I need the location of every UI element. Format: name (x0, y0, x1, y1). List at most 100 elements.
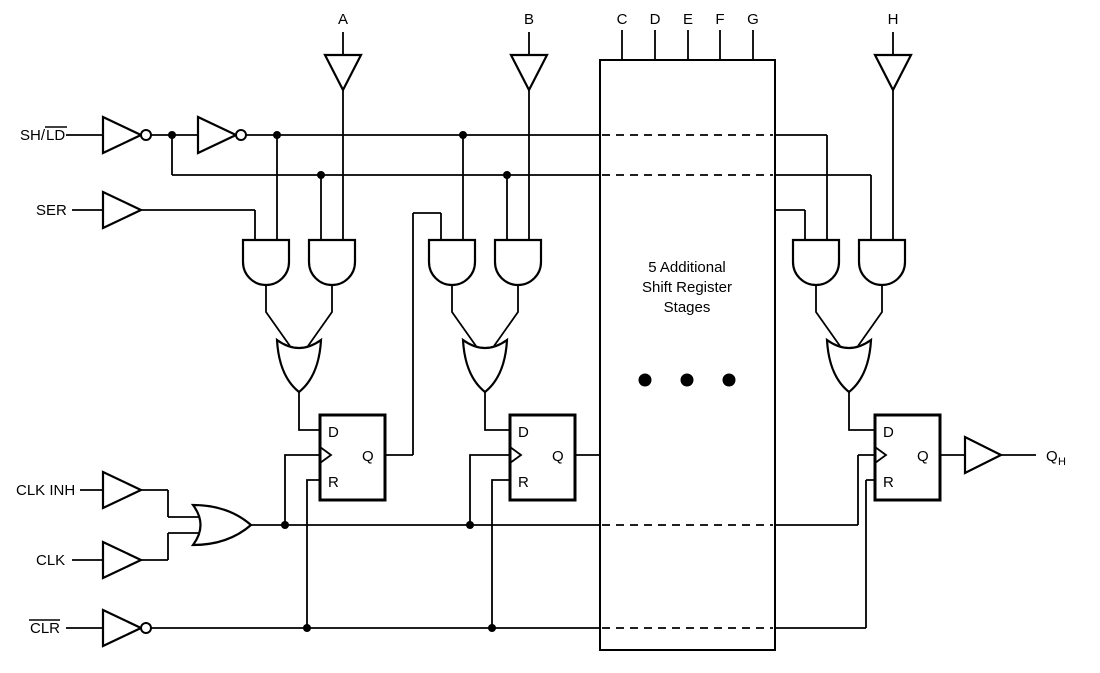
stage-box-line1: 5 Additional (648, 259, 726, 276)
s1-and-gate-load (307, 238, 357, 287)
stage7-q-wire (775, 209, 806, 243)
input-a-buffer-icon (323, 53, 363, 93)
clock-or-gate (190, 503, 253, 547)
connection-dots (168, 131, 511, 632)
junction-dot (503, 171, 511, 179)
ff2-reset-wire (491, 479, 510, 628)
junction-dot (317, 171, 325, 179)
label-d: D (650, 11, 661, 28)
input-buffers (101, 53, 1004, 648)
label-b: B (524, 11, 534, 28)
label-qh-main: Q (1046, 448, 1058, 465)
label-qh-sub: H (1058, 456, 1066, 468)
shld-inverter-2-bubble-icon (235, 129, 247, 141)
flipflop-1: D Q R (318, 413, 387, 502)
clear-line-right (775, 479, 875, 629)
s2-or-out-wire (484, 392, 510, 431)
label-e: E (683, 11, 693, 28)
ff1-clock-wire (284, 454, 320, 525)
shld-inverter-1-bubble-icon (140, 129, 152, 141)
output-buffer-icon (963, 435, 1004, 475)
left-input-labels: SH/ LD SER CLK INH CLK CLR (16, 126, 75, 637)
s3-or-out-wire (848, 392, 875, 431)
clock-line-right (775, 454, 875, 526)
label-h: H (888, 11, 899, 28)
label-clk-inh: CLK INH (16, 482, 75, 499)
ff1-box (318, 413, 387, 502)
ser-wire (141, 209, 256, 243)
clkinh-wire (141, 489, 204, 518)
junction-dot (459, 131, 467, 139)
ff2-clock-wedge-icon (509, 446, 523, 464)
s3-or-gate (825, 337, 873, 394)
label-a: A (338, 11, 348, 28)
s2-or-gate (461, 337, 509, 394)
ellipsis-dot-2 (680, 373, 694, 387)
label-clk: CLK (36, 552, 65, 569)
ellipsis-dot-1 (638, 373, 652, 387)
s2-and-gate-shift (427, 238, 477, 287)
output-label: Q H (1046, 448, 1066, 468)
top-input-labels: A B C D E F G H (338, 11, 898, 28)
junction-dot (303, 624, 311, 632)
clk-wire (141, 532, 204, 561)
clk-buffer-icon (101, 540, 144, 580)
s3-and-gate-shift (791, 238, 841, 287)
s3-and-b-out-wire (857, 285, 883, 347)
ff1-reset-wire (306, 479, 320, 628)
junction-dot (466, 521, 474, 529)
label-shld-prefix: SH/ (20, 127, 46, 144)
ff2-r-label: R (518, 474, 529, 491)
flipflop-3: D Q R (873, 413, 942, 502)
stage-box-line2: Shift Register (642, 279, 732, 296)
junction-dot (281, 521, 289, 529)
s2-and-b-out-wire (493, 285, 519, 347)
s1-and-a-out-wire (265, 285, 291, 347)
s1-and-b-out-wire (307, 285, 333, 347)
s2-and-a-out-wire (451, 285, 477, 347)
control-line-1-right (775, 134, 828, 243)
ff1-d-label: D (328, 424, 339, 441)
clr-inverter-bubble-icon (140, 622, 152, 634)
shld-inverter-1-icon (101, 115, 144, 155)
control-line-2 (171, 135, 600, 176)
box-passthrough-lines (602, 134, 773, 629)
ff1-q-to-s2-wire (385, 212, 442, 456)
junction-dot (168, 131, 176, 139)
clr-inverter-icon (101, 608, 144, 648)
ff3-box (873, 413, 942, 502)
label-g: G (747, 11, 759, 28)
junction-dot (488, 624, 496, 632)
s3-and-a-out-wire (815, 285, 841, 347)
ellipsis-dots (638, 373, 736, 387)
ff3-d-label: D (883, 424, 894, 441)
or-gates (190, 337, 873, 547)
clkinh-buffer-icon (101, 470, 144, 510)
label-c: C (617, 11, 628, 28)
ff2-q-label: Q (552, 448, 564, 465)
ser-buffer-icon (101, 190, 144, 230)
label-clr: CLR (30, 620, 60, 637)
ff1-q-label: Q (362, 448, 374, 465)
additional-stages-text: 5 Additional Shift Register Stages (642, 259, 732, 316)
and-gates (241, 238, 907, 287)
ff2-d-label: D (518, 424, 529, 441)
s3-and-gate-load (857, 238, 907, 287)
input-b-buffer-icon (509, 53, 549, 93)
label-shld-bar: LD (46, 127, 65, 144)
ellipsis-dot-3 (722, 373, 736, 387)
s2-and-gate-load (493, 238, 543, 287)
control-line-2-right (775, 174, 872, 243)
s1-or-out-wire (298, 392, 320, 431)
ff3-r-label: R (883, 474, 894, 491)
stage-box-line3: Stages (664, 299, 711, 316)
label-ser: SER (36, 202, 67, 219)
ff3-q-label: Q (917, 448, 929, 465)
flipflop-2: D Q R (508, 413, 577, 502)
s1-and-gate-shift (241, 238, 291, 287)
ff2-box (508, 413, 577, 502)
label-f: F (715, 11, 724, 28)
ff1-r-label: R (328, 474, 339, 491)
